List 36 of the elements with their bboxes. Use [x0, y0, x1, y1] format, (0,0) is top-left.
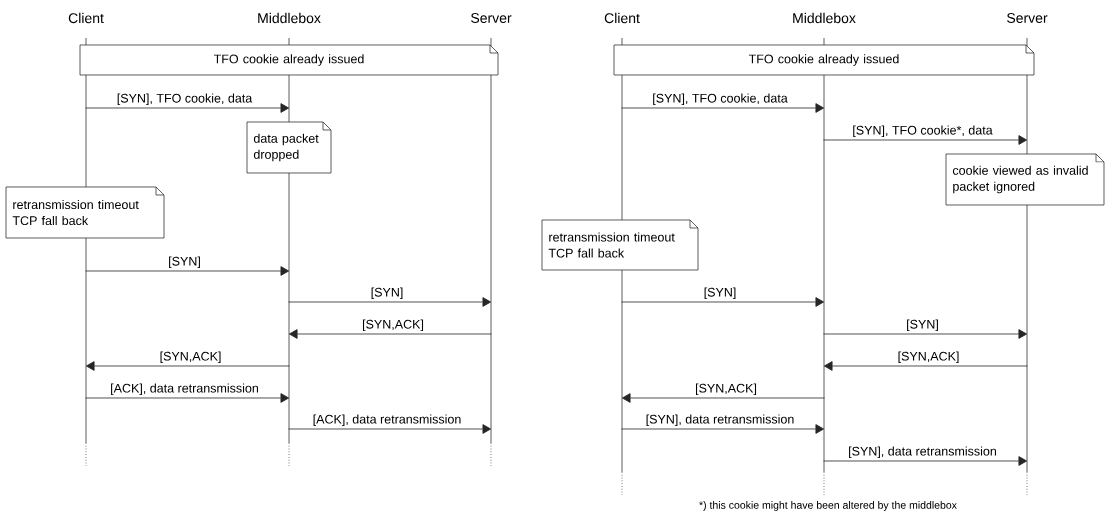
edge-label: [SYN,ACK]	[694, 382, 758, 396]
note-box: retransmission timeout TCP fall back	[5, 186, 165, 239]
note-box: cookie viewed as invalid packet ignored	[945, 153, 1105, 206]
edge-label: [SYN], TFO cookie, data	[116, 92, 253, 106]
edge-label: [SYN], TFO cookie, data	[651, 92, 789, 106]
note-box: retransmission timeout TCP fall back	[541, 219, 699, 271]
edge-label: [SYN,ACK]	[159, 350, 222, 364]
edge-label: [SYN]	[703, 286, 737, 300]
edge-label: [SYN]	[167, 255, 202, 269]
edge-label: [ACK], data retransmission	[109, 382, 260, 396]
message-arrow	[621, 424, 825, 434]
note-box: TFO cookie already issued	[79, 44, 499, 76]
edge-label: [SYN]	[370, 286, 404, 300]
message-arrow	[621, 103, 825, 113]
edge-label: [SYN,ACK]	[361, 318, 425, 332]
edge-label: [SYN], data retransmission	[847, 445, 998, 459]
message-arrow	[85, 361, 290, 371]
edge-label: [SYN,ACK]	[897, 350, 960, 364]
message-arrow	[621, 297, 825, 307]
edge-label: [ACK], data retransmission	[312, 413, 462, 427]
message-arrow	[823, 456, 1028, 466]
message-arrow	[823, 135, 1028, 145]
message-arrow	[288, 297, 492, 307]
message-arrow	[85, 103, 290, 113]
message-arrow	[288, 424, 492, 434]
edge-label: [SYN], TFO cookie*, data	[851, 124, 994, 138]
message-arrow	[823, 361, 1028, 371]
message-arrow	[85, 266, 290, 276]
message-arrow	[823, 329, 1028, 339]
edge-label: [SYN], data retransmission	[645, 413, 795, 427]
message-arrow	[288, 329, 492, 339]
message-arrow	[621, 393, 825, 403]
note-box: TFO cookie already issued	[613, 44, 1035, 76]
note-box: data packet dropped	[246, 121, 332, 174]
edge-label: [SYN]	[905, 318, 940, 332]
message-arrow	[85, 393, 290, 403]
